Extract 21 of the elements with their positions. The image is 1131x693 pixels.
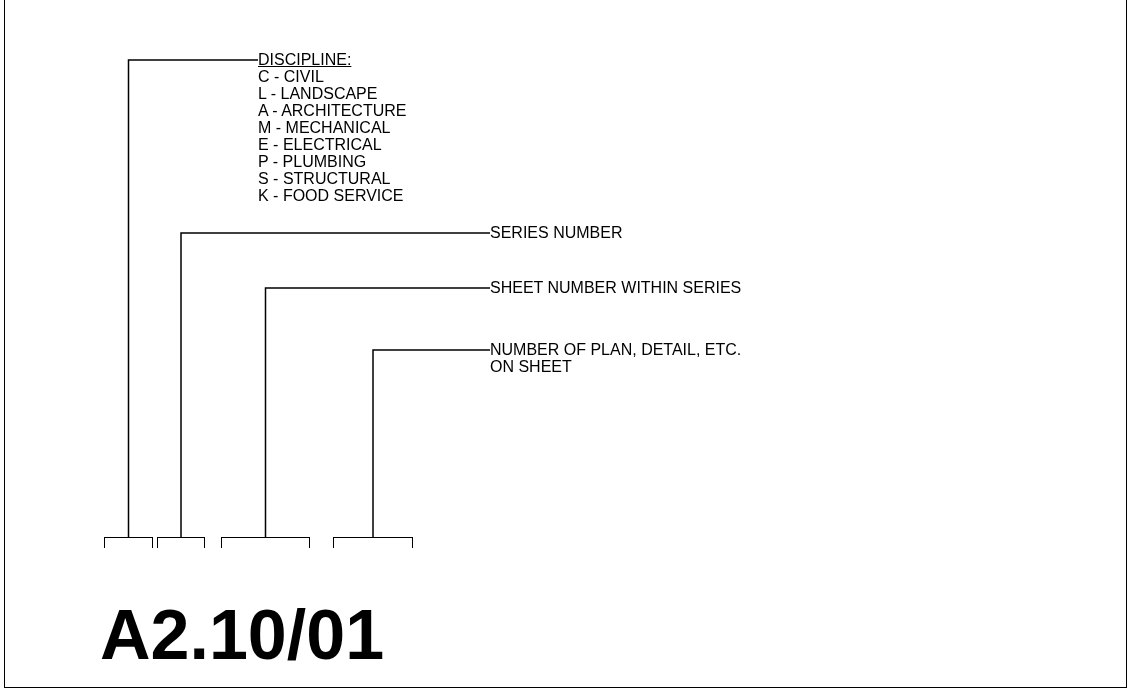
- list-item: P - PLUMBING: [258, 153, 368, 170]
- list-item: C - CIVIL: [258, 68, 325, 85]
- list-item: K - FOOD SERVICE: [258, 187, 405, 204]
- list-item: A - ARCHITECTURE: [258, 102, 407, 119]
- bracket: [104, 537, 153, 548]
- leader-line: [264, 287, 491, 538]
- list-item: E - ELECTRICAL: [258, 136, 383, 153]
- leader-line: [372, 349, 491, 538]
- sheet-code: A2.10/01: [100, 600, 385, 670]
- bracket: [333, 537, 413, 548]
- list-item: S - STRUCTURAL: [258, 170, 392, 187]
- callout-text: SERIES NUMBER: [490, 224, 624, 241]
- leader-line: [127, 59, 259, 538]
- bracket: [221, 537, 310, 548]
- callout-text: NUMBER OF PLAN, DETAIL, ETC. ON SHEET: [490, 341, 743, 375]
- list-item: M - MECHANICAL: [258, 119, 392, 136]
- list-item: L - LANDSCAPE: [258, 85, 379, 102]
- list-heading: DISCIPLINE:: [258, 51, 353, 68]
- leader-line: [180, 232, 491, 538]
- bracket: [157, 537, 205, 548]
- callout-text: SHEET NUMBER WITHIN SERIES: [490, 279, 743, 296]
